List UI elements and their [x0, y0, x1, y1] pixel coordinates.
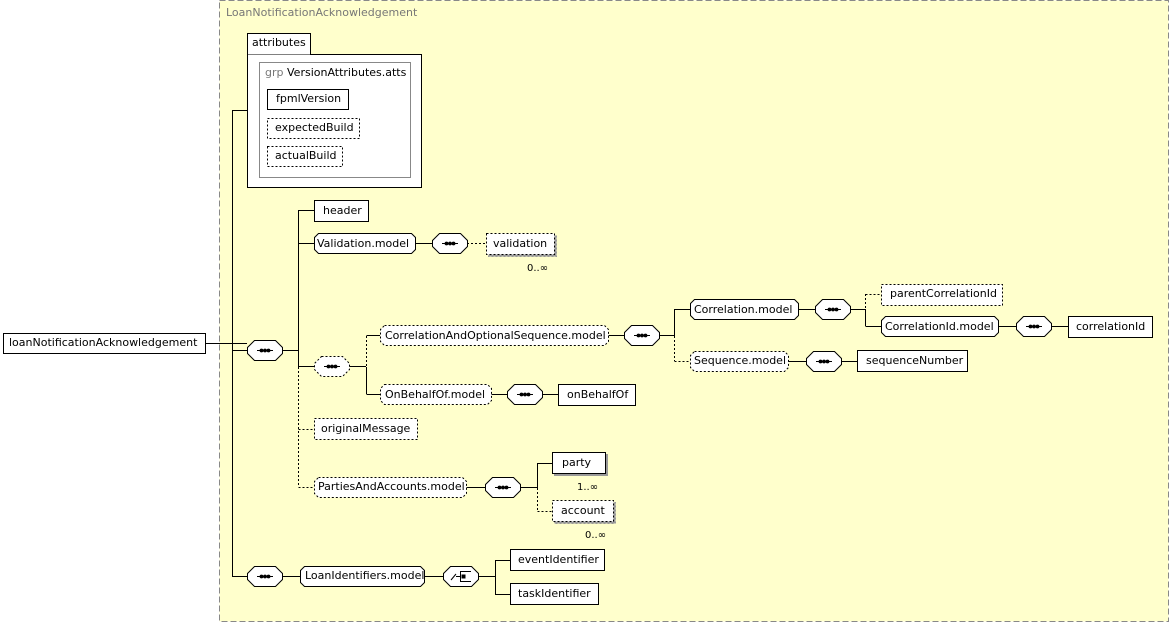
group-prefix: grp [265, 66, 284, 79]
validation-model-label: Validation.model [317, 237, 410, 250]
validation-label: validation [493, 237, 548, 250]
root-element-label: loanNotificationAcknowledgement [9, 336, 198, 349]
sequence-model-box[interactable] [690, 351, 789, 372]
correlation-id-model-box[interactable] [881, 316, 999, 337]
compositor-glyphs [257, 241, 1042, 579]
connector-lines [206, 110, 1068, 595]
attribute-fpmlversion: fpmlVersion [276, 92, 342, 105]
account-box[interactable] [552, 500, 614, 522]
account-occurs: 0..∞ [585, 530, 607, 541]
parties-and-accounts-model-label: PartiesAndAccounts.model [318, 480, 465, 493]
account-label: account [561, 504, 605, 517]
on-behalf-of-model-box[interactable] [380, 384, 492, 405]
attributes-tab [247, 33, 311, 55]
attribute-group-label: grp VersionAttributes.atts [265, 66, 406, 80]
on-behalf-of-box[interactable] [558, 384, 636, 406]
original-message-box[interactable] [314, 418, 418, 440]
root-element-box[interactable] [3, 333, 206, 354]
loan-identifiers-model-box[interactable] [300, 566, 425, 587]
correlation-id-box[interactable] [1068, 316, 1153, 338]
correlation-and-sequence-label: CorrelationAndOptionalSequence.model [385, 329, 606, 342]
correlation-and-sequence-box[interactable] [380, 325, 609, 346]
parent-correlation-id-label: parentCorrelationId [890, 287, 997, 300]
correlation-model-label: Correlation.model [694, 303, 793, 316]
header-box[interactable] [314, 200, 369, 222]
attributes-tab-label: attributes [252, 36, 306, 49]
sequence-model-label: Sequence.model [694, 354, 787, 367]
sequence-number-box[interactable] [857, 350, 968, 372]
correlation-model-box[interactable] [690, 299, 799, 320]
validation-model-box[interactable] [314, 233, 416, 254]
attribute-actualbuild: actualBuild [275, 149, 337, 162]
optional-connectors [298, 243, 881, 512]
party-label: party [562, 456, 592, 469]
parties-and-accounts-model-box[interactable] [314, 477, 467, 498]
attribute-actualbuild-box[interactable] [267, 146, 343, 167]
on-behalf-of-model-label: OnBehalfOf.model [385, 388, 486, 401]
original-message-label: originalMessage [321, 422, 411, 435]
type-title: LoanNotificationAcknowledgement [226, 6, 418, 19]
sequence-number-label: sequenceNumber [866, 354, 964, 367]
parent-correlation-id-box[interactable] [881, 284, 1003, 306]
correlation-id-model-label: CorrelationId.model [885, 320, 994, 333]
event-identifier-label: eventIdentifier [518, 553, 599, 566]
attribute-expectedbuild-box[interactable] [267, 118, 360, 139]
validation-occurs: 0..∞ [527, 263, 549, 274]
attribute-fpmlversion-box[interactable] [267, 89, 349, 110]
party-box[interactable] [552, 452, 606, 474]
task-identifier-label: taskIdentifier [518, 587, 591, 600]
validation-box[interactable] [486, 233, 555, 255]
task-identifier-box[interactable] [510, 583, 599, 605]
loan-identifiers-model-label: LoanIdentifiers.model [305, 569, 425, 582]
choice-glyph [450, 571, 471, 582]
header-label: header [323, 204, 362, 217]
event-identifier-box[interactable] [510, 549, 605, 571]
attribute-expectedbuild: expectedBuild [275, 121, 354, 134]
on-behalf-of-label: onBehalfOf [567, 388, 629, 401]
group-name: VersionAttributes.atts [287, 66, 407, 79]
party-occurs: 1..∞ [577, 482, 599, 493]
correlation-id-label: correlationId [1076, 320, 1146, 333]
